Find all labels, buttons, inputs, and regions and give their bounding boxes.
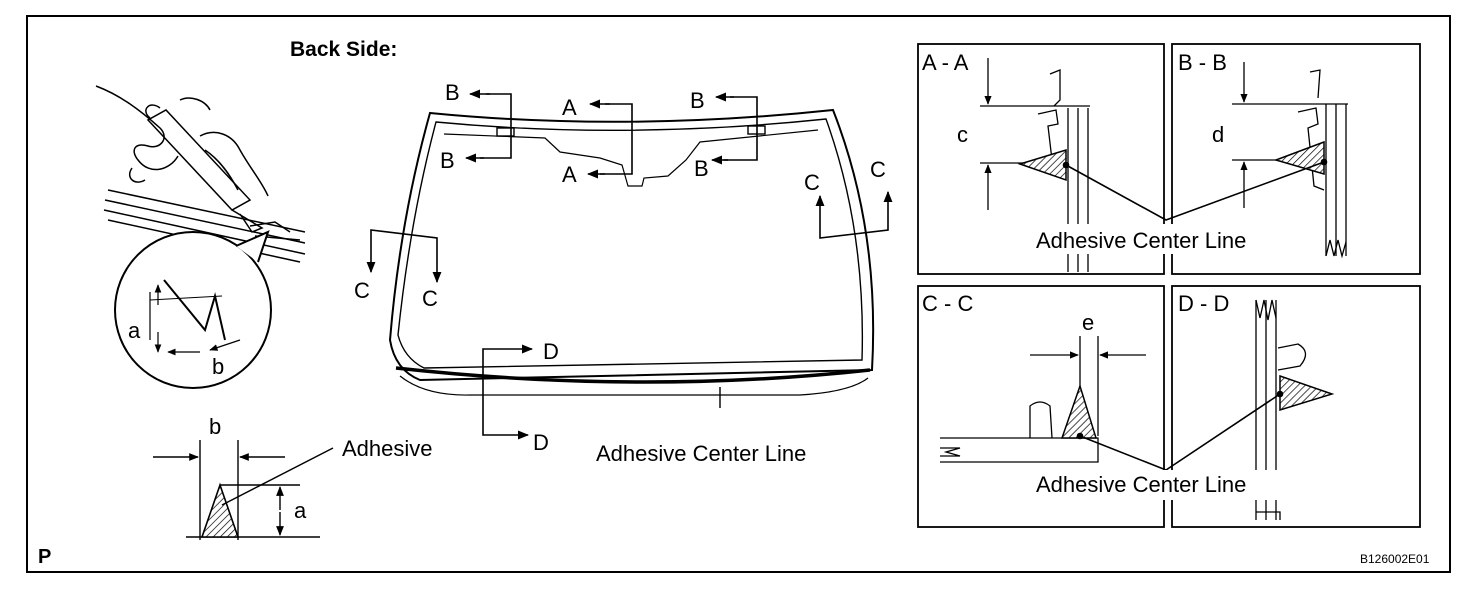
panel-b-b-dim: d [1212,122,1224,147]
applicator-illustration [95,85,306,263]
section-d-bottom: D [533,430,549,455]
adhesive-label: Adhesive [342,436,433,461]
panel-a-a-title: A - A [922,50,969,75]
section-a-top: A [562,95,577,120]
figure-frame [26,15,1451,573]
panel-d-d-title: D - D [1178,291,1229,316]
panel-a-a-dim: c [957,122,968,147]
section-c-right-b: C [870,157,886,182]
section-b-left-bottom: B [440,148,455,173]
section-c-left-a: C [354,278,370,303]
section-cut-markers [366,89,893,440]
section-a-bottom: A [562,162,577,187]
section-panel-c-c: C - C e [917,285,1165,528]
section-c-left-b: C [422,286,438,311]
windshield-outline [388,108,875,408]
section-center-line-label-bottom: Adhesive Center Line [1036,472,1246,497]
section-b-right-top: B [690,88,705,113]
magnifier-dim-b: b [212,354,224,379]
section-b-right-bottom: B [694,156,709,181]
magnified-bead-detail: a b [114,230,272,389]
label-mask-top [1032,224,1300,254]
magnifier-dim-a: a [128,318,141,343]
section-c-right-a: C [804,170,820,195]
figure-code: B126002E01 [1360,552,1430,566]
section-d-top: D [543,339,559,364]
profile-dim-b: b [209,414,221,439]
section-b-left-top: B [445,80,460,105]
panel-c-c-dim: e [1082,310,1094,335]
section-letters: A A B B B B C C C C D D [354,80,886,455]
panel-c-c-title: C - C [922,291,973,316]
label-mask-bottom [1032,470,1300,500]
back-side-heading: Back Side: [290,38,397,61]
main-center-line-label: Adhesive Center Line [596,441,806,466]
section-center-line-label-top: Adhesive Center Line [1036,228,1246,253]
corner-mark: P [38,546,51,568]
profile-dim-a: a [294,498,307,523]
bead-profile-detail: b a Adhesive [153,414,433,540]
panel-b-b-title: B - B [1178,50,1227,75]
